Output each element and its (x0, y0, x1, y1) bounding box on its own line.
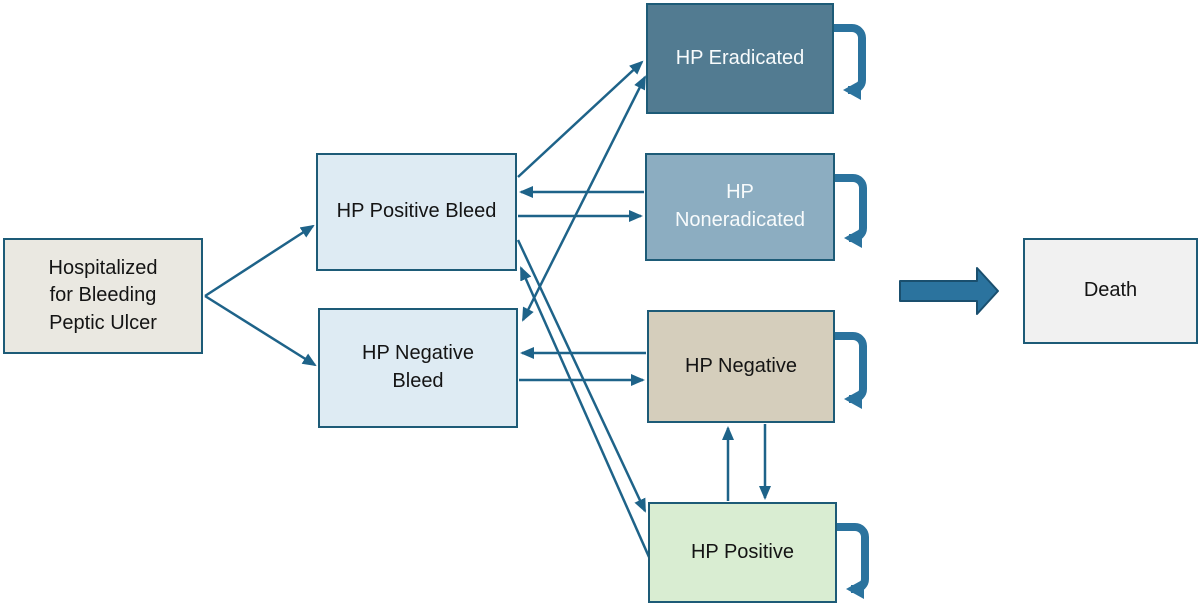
node-hp-positive: HP Positive (648, 502, 837, 603)
node-hp-negative-label: HP Negative (685, 354, 797, 377)
node-hp-eradicated-label: HP Eradicated (675, 46, 805, 69)
node-hp-noneradicated-label: HP Noneradicated (674, 181, 806, 231)
edge-hospitalized-to-hp-positive-bleed (204, 224, 315, 298)
self-loop-hp-negative-icon (831, 332, 867, 409)
edge-hp-positive-bleed-to-hp-positive (516, 239, 647, 513)
node-hp-negative-bleed-label: HP Negative Bleed (362, 342, 474, 392)
node-hp-positive-bleed: HP Positive Bleed (316, 153, 517, 271)
self-loop-hp-positive-icon (833, 523, 869, 599)
self-loop-hp-eradicated-icon (830, 24, 866, 100)
node-hp-negative: HP Negative (647, 310, 835, 423)
node-hp-negative-bleed: HP Negative Bleed (318, 308, 518, 428)
node-hospitalized: Hospitalized for Bleeding Peptic Ulcer (3, 238, 203, 354)
node-death-label: Death (1083, 279, 1138, 302)
node-hp-positive-bleed-label: HP Positive Bleed (336, 200, 497, 223)
node-hp-noneradicated: HP Noneradicated (645, 153, 835, 261)
node-hp-eradicated: HP Eradicated (646, 3, 834, 114)
node-hp-positive-label: HP Positive (690, 540, 794, 563)
edge-hp-negative-bleed-hp-eradicated-bidirectional (521, 75, 647, 322)
node-hospitalized-label: Hospitalized for Bleeding Peptic Ulcer (48, 256, 158, 334)
edge-hp-positive-to-hp-positive-bleed (519, 266, 651, 558)
block-arrow-to-death-icon (899, 267, 999, 315)
node-death: Death (1023, 238, 1198, 344)
edge-hospitalized-to-hp-negative-bleed (204, 294, 317, 367)
self-loop-hp-noneradicated-icon (831, 174, 867, 248)
